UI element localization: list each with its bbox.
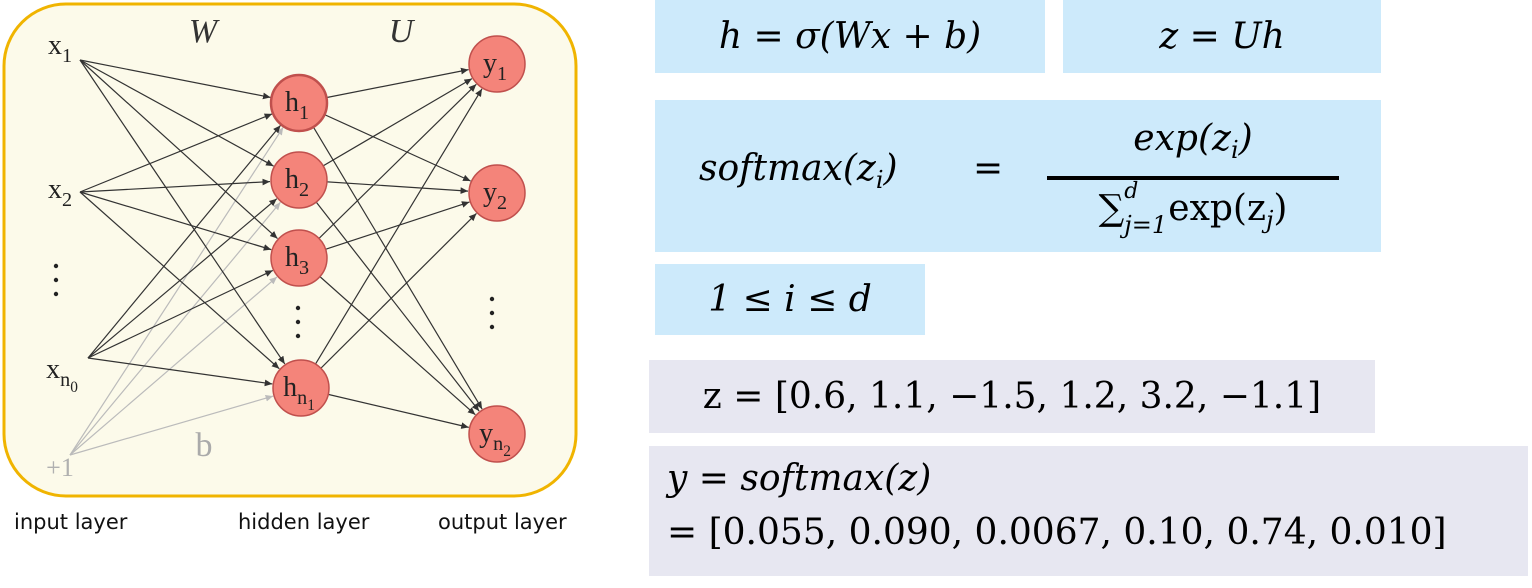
edge-hidden-output — [300, 213, 477, 389]
edge-bias-hidden — [69, 201, 281, 456]
hidden-node — [269, 73, 329, 133]
edge-input-hidden — [87, 357, 273, 387]
neural-network-diagram: h1 h2 h3 hn1 y1 y2 yn2 x1 x2 xn0 +1 W Ub — [2, 2, 578, 498]
output-node — [468, 164, 526, 222]
output-formula-rhs: Uh — [1231, 16, 1285, 57]
weight-label-u: U — [389, 13, 416, 50]
weight-label-w: W — [189, 13, 220, 50]
softmax-numerator: exp(zi) — [1133, 118, 1253, 164]
input-layer-label: input layer — [14, 510, 128, 534]
y-definition: y = softmax(z) — [667, 458, 932, 499]
edge-input-hidden — [79, 59, 274, 167]
edge-input-hidden — [79, 178, 271, 193]
hidden-node — [272, 359, 330, 417]
input-node-label: x1 — [48, 30, 72, 67]
ellipsis-dot — [295, 333, 301, 339]
hidden-node-label: hn1 — [283, 372, 315, 414]
ellipsis-dot — [295, 319, 301, 325]
edge-bias-hidden — [69, 126, 284, 456]
output-node-label: y2 — [483, 177, 507, 214]
ellipsis-dot — [53, 263, 59, 269]
z-vector: z = [0.6, 1.1, −1.5, 1.2, 3.2, −1.1] — [702, 376, 1322, 417]
input-node-label: xn0 — [46, 354, 78, 396]
hidden-node — [270, 151, 328, 209]
edge-hidden-output — [298, 257, 476, 416]
index-range-box: 1 ≤ i ≤ d — [655, 264, 925, 335]
edge-hidden-output — [298, 102, 483, 410]
edge-input-hidden — [87, 124, 281, 359]
output-formula-box: z = Uh — [1063, 0, 1381, 73]
output-formula-eq: = — [1189, 16, 1220, 57]
edge-hidden-output — [298, 102, 471, 182]
edge-input-hidden — [79, 113, 273, 193]
z-vector-box: z = [0.6, 1.1, −1.5, 1.2, 3.2, −1.1] — [649, 360, 1375, 433]
hidden-node-label: h2 — [285, 164, 309, 201]
ellipsis-dot — [53, 291, 59, 297]
edge-hidden-output — [298, 83, 477, 259]
fraction-bar — [1047, 176, 1339, 180]
hidden-node-label: h3 — [285, 242, 309, 279]
hidden-node-label: h1 — [285, 87, 309, 124]
edge-input-hidden — [79, 59, 278, 239]
output-node — [468, 35, 526, 93]
edge-hidden-output — [298, 78, 473, 181]
output-node-label: yn2 — [479, 418, 511, 460]
ellipsis-dot — [53, 277, 59, 283]
index-range: 1 ≤ i ≤ d — [708, 279, 872, 320]
hidden-layer-label: hidden layer — [238, 510, 370, 534]
softmax-equals: = — [973, 148, 1004, 189]
input-node-label: x2 — [48, 174, 72, 211]
output-node-label: y1 — [483, 48, 507, 85]
output-formula-lhs: z — [1159, 16, 1179, 57]
edge-bias-hidden — [69, 394, 274, 456]
hidden-formula-eq: = — [753, 16, 784, 57]
ellipsis-dot — [489, 324, 495, 330]
hidden-formula-rhs: σ(Wx + b) — [795, 16, 982, 57]
edge-hidden-output — [300, 88, 483, 389]
edge-input-hidden — [79, 191, 272, 251]
y-softmax-box: y = softmax(z) = [0.055, 0.090, 0.0067, … — [649, 446, 1528, 576]
hidden-node — [270, 229, 328, 287]
edge-bias-hidden — [69, 276, 278, 456]
ellipsis-dot — [489, 296, 495, 302]
ellipsis-dot — [489, 310, 495, 316]
edge-input-hidden — [87, 198, 278, 359]
edge-input-hidden — [87, 269, 274, 359]
edge-input-hidden — [79, 59, 271, 100]
bias-node-label: +1 — [46, 453, 74, 482]
output-node — [468, 405, 526, 463]
edge-input-hidden — [79, 59, 286, 365]
edge-hidden-output — [298, 179, 480, 412]
softmax-lhs: softmax(zi) — [699, 148, 898, 194]
y-values: = [0.055, 0.090, 0.0067, 0.10, 0.74, 0.0… — [667, 512, 1447, 553]
ellipsis-dot — [295, 305, 301, 311]
hidden-formula-lhs: h — [718, 16, 743, 57]
edge-hidden-output — [298, 201, 470, 259]
output-layer-label: output layer — [438, 510, 567, 534]
hidden-formula-box: h = σ(Wx + b) — [655, 0, 1045, 73]
bias-weight-label: b — [196, 427, 213, 464]
